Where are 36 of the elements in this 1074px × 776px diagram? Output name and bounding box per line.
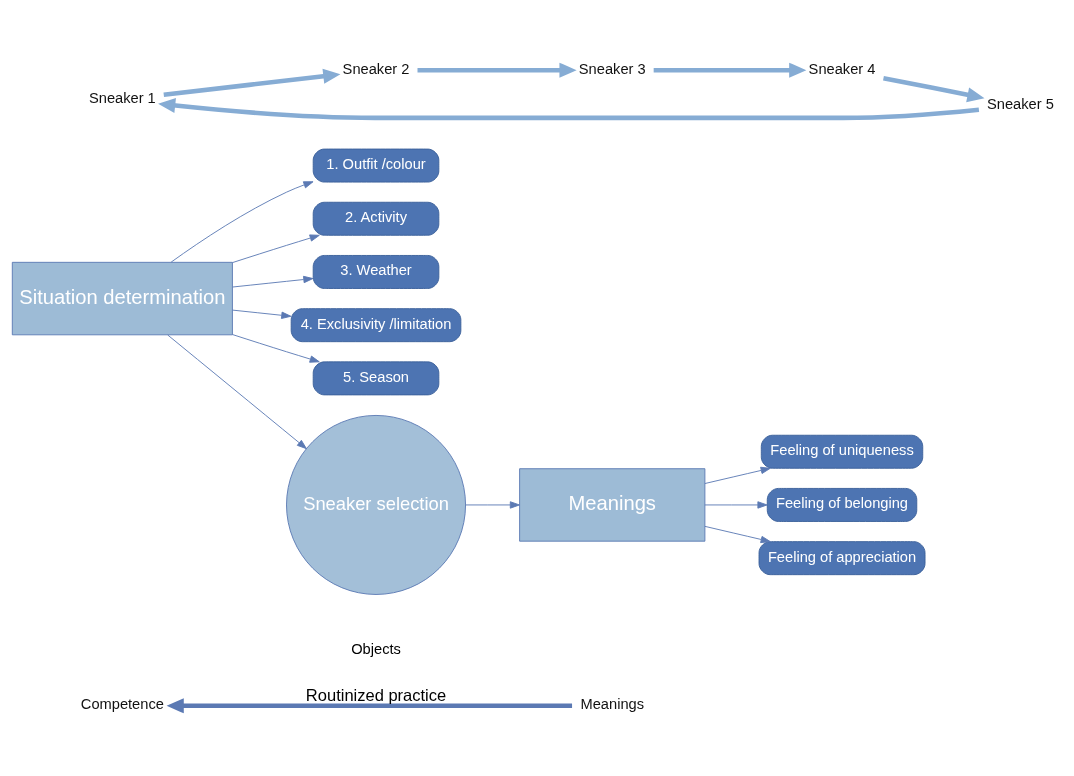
node-label: Objects — [351, 641, 401, 658]
arrow — [166, 698, 573, 714]
node-text: Sneaker 5 — [987, 95, 1054, 112]
arrow — [465, 501, 520, 509]
arrow — [883, 75, 985, 103]
arrow — [232, 234, 320, 264]
arrow — [232, 309, 292, 319]
arrow — [232, 275, 314, 288]
node-box: Feeling of appreciation — [758, 541, 926, 576]
edge-label: Routinized practice — [305, 685, 447, 704]
arrow — [158, 98, 980, 121]
node-box: 4. Exclusivity /limitation — [290, 308, 462, 343]
arrow — [170, 181, 314, 263]
node-text: Sneaker 1 — [88, 90, 156, 107]
arrow — [167, 334, 307, 450]
arrow — [653, 62, 807, 78]
node-text: Sneaker 3 — [578, 60, 646, 77]
node-text: Meanings — [580, 696, 645, 713]
node-box: 3. Weather — [312, 255, 440, 289]
node-box: Meanings — [519, 468, 706, 542]
node-box: Feeling of uniqueness — [760, 434, 924, 469]
arrow — [704, 466, 771, 484]
arrow — [417, 62, 577, 78]
node-box: 5. Season — [312, 361, 440, 396]
arrow — [163, 68, 341, 98]
arrow — [704, 525, 771, 544]
node-box: Situation determination — [11, 261, 233, 336]
node-text: Sneaker 4 — [808, 60, 876, 77]
node-box: 2. Activity — [312, 201, 440, 236]
node-text: Competence — [80, 696, 164, 713]
node-box: 1. Outfit /colour — [312, 148, 440, 183]
node-box: Feeling of belonging — [766, 488, 918, 522]
arrow — [704, 501, 768, 509]
node-text: Sneaker 2 — [342, 60, 410, 77]
node-circle: Sneaker selection — [286, 414, 466, 595]
arrow — [232, 334, 320, 363]
